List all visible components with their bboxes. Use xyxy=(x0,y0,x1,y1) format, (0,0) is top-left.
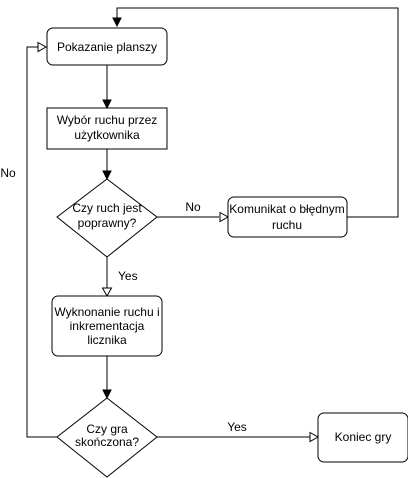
node-error-message: Komunikat o błędnym ruchu xyxy=(227,196,348,238)
edge-valid-no: No xyxy=(157,200,230,223)
node-make-move: Wyknonanie ruchu i inkrementacja licznik… xyxy=(51,295,163,357)
edge-label-over-no: No xyxy=(0,166,16,180)
node-make-move-line1: Wyknonanie ruchu i xyxy=(54,305,159,319)
edge-over-no: No xyxy=(0,41,57,438)
node-game-over-line1: Czy gra xyxy=(86,422,128,436)
node-error-message-line2: ruchu xyxy=(272,218,302,232)
node-user-move-line1: Wybór ruchu przez xyxy=(57,113,158,127)
node-show-board: Pokazanie planszy xyxy=(46,27,168,66)
edge-choose-to-valid xyxy=(102,149,112,181)
edge-label-valid-no: No xyxy=(185,200,201,214)
edge-valid-yes: Yes xyxy=(101,257,138,298)
edge-label-over-yes: Yes xyxy=(227,420,247,434)
node-valid-move-decision: Czy ruch jest poprawny? xyxy=(56,178,158,258)
edge-show-to-choose xyxy=(102,65,112,110)
node-end-game-label: Koniec gry xyxy=(335,430,392,444)
node-show-board-label: Pokazanie planszy xyxy=(57,40,157,54)
node-make-move-line2: inkrementacja xyxy=(70,319,145,333)
edge-error-loop xyxy=(112,7,399,218)
node-user-move: Wybór ruchu przez użytkownika xyxy=(46,107,168,150)
node-game-over-line2: skończona? xyxy=(75,435,139,449)
edge-label-valid-yes: Yes xyxy=(118,269,138,283)
edge-move-to-over xyxy=(102,356,112,400)
node-game-over-decision: Czy gra skończona? xyxy=(56,397,158,478)
node-make-move-line3: licznika xyxy=(87,333,127,347)
node-valid-move-line2: poprawny? xyxy=(78,216,137,230)
node-end-game: Koniec gry xyxy=(317,412,408,463)
node-valid-move-line1: Czy ruch jest xyxy=(72,201,142,215)
node-user-move-line2: użytkownika xyxy=(74,128,140,142)
edge-over-yes: Yes xyxy=(157,420,320,443)
node-error-message-line1: Komunikat o błędnym xyxy=(229,202,344,216)
